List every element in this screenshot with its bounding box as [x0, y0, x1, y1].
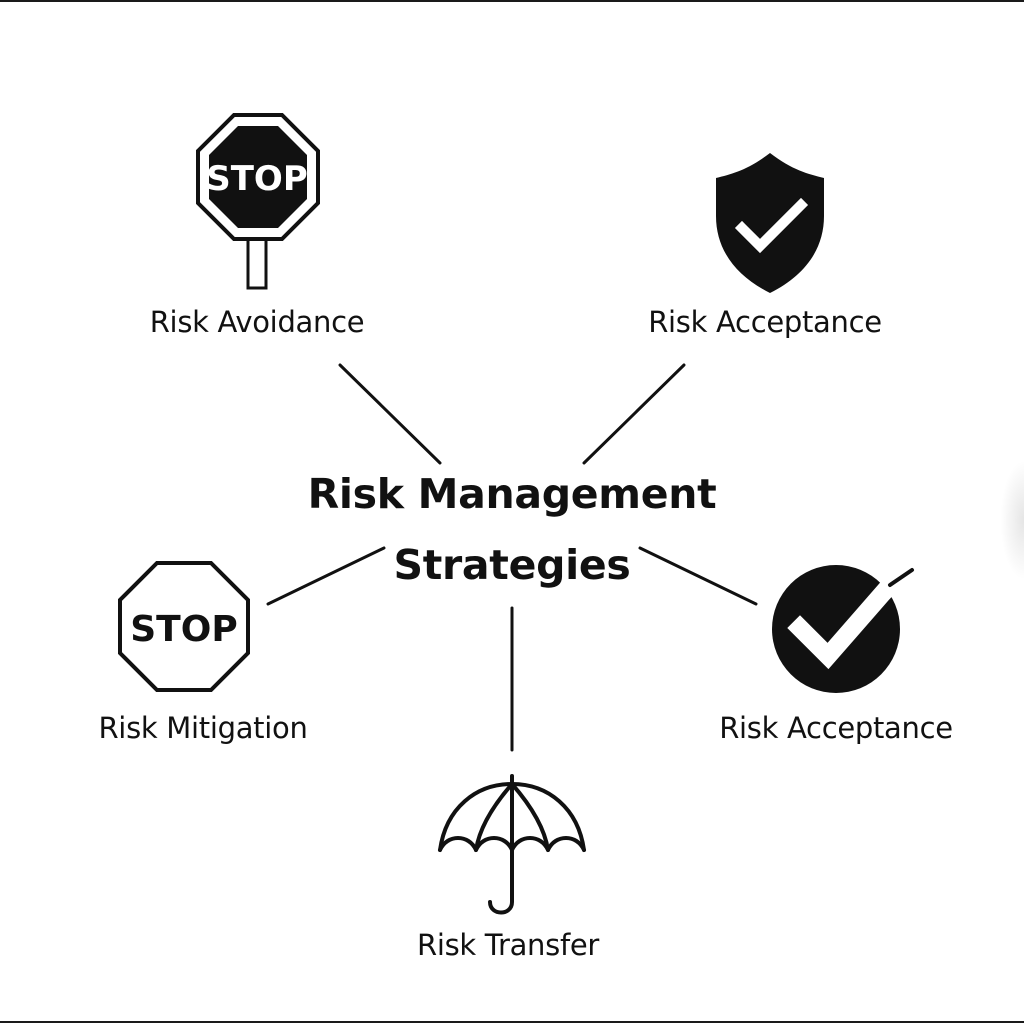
stop-sign-avoidance-text: STOP [206, 159, 308, 199]
diagram-title-line2: Strategies [393, 541, 631, 589]
stop-sign-icon: STOP [118, 561, 250, 692]
diagram-title-line1: Risk Management [307, 470, 717, 518]
check-circle-icon [772, 565, 914, 693]
stop-sign-on-post-icon: STOP [196, 113, 320, 290]
edge-shadow [1000, 460, 1024, 580]
connector-acceptance-top [582, 363, 686, 465]
label-risk-acceptance-bottom: Risk Acceptance [719, 711, 953, 745]
shield-check-icon [716, 153, 824, 293]
label-risk-transfer: Risk Transfer [416, 928, 600, 962]
connector-avoidance [338, 363, 442, 465]
stop-sign-mitigation-text: STOP [130, 609, 237, 650]
label-risk-avoidance: Risk Avoidance [149, 305, 365, 339]
top-border [0, 0, 1024, 2]
label-risk-mitigation: Risk Mitigation [98, 711, 308, 745]
umbrella-icon [438, 774, 586, 915]
connector-acceptance-bottom [638, 546, 758, 606]
connector-mitigation [266, 546, 386, 606]
label-risk-acceptance-top: Risk Acceptance [648, 305, 882, 339]
bottom-border [0, 1021, 1024, 1023]
